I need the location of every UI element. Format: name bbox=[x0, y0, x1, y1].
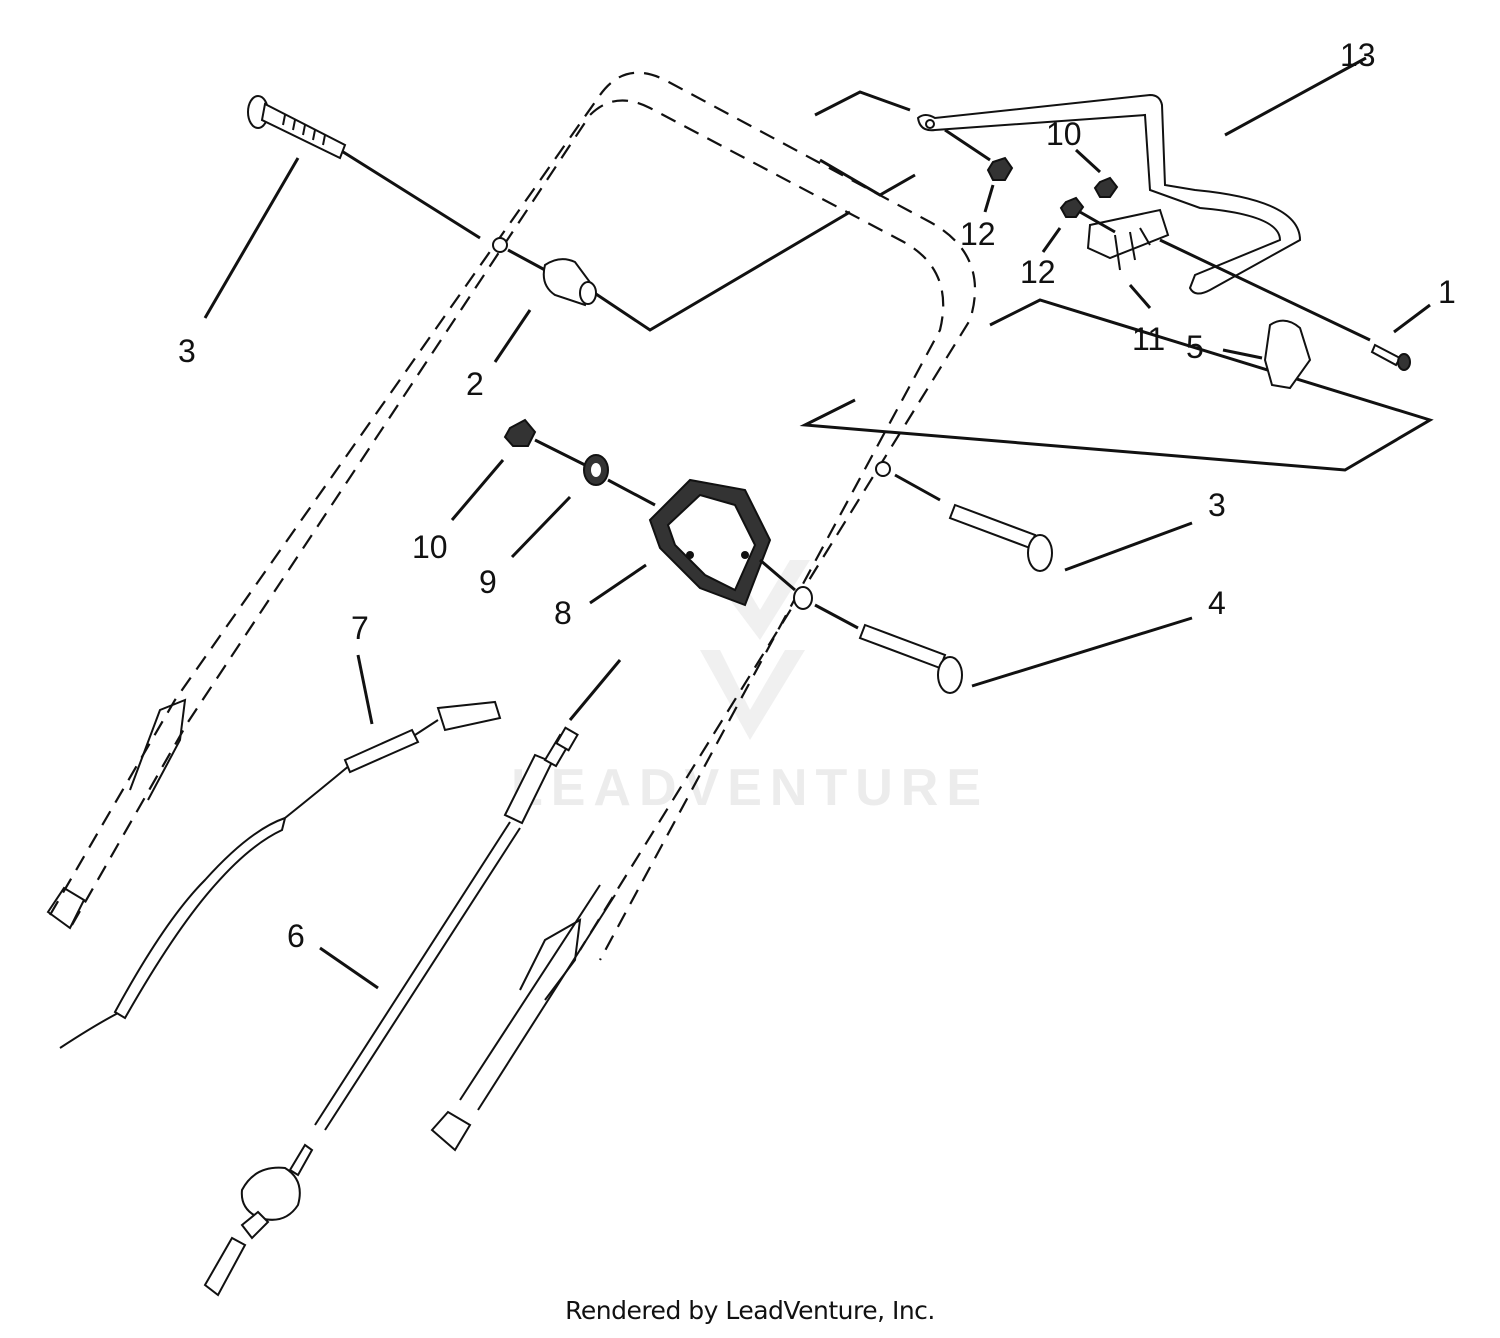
callout-10-lower: 10 bbox=[412, 529, 448, 565]
callout-12-left: 12 bbox=[960, 216, 996, 252]
cable-7 bbox=[59, 700, 502, 1049]
assembly-frame bbox=[799, 90, 1434, 472]
callout-5: 5 bbox=[1186, 329, 1204, 365]
leader-lines bbox=[203, 56, 1431, 990]
spacer bbox=[492, 237, 597, 307]
lever bbox=[1263, 319, 1312, 390]
watermark-text: LEADVENTURE bbox=[511, 759, 989, 817]
handle-tube bbox=[46, 71, 977, 1152]
screw bbox=[1370, 343, 1411, 371]
callout-labels: 1 2 3 3 4 5 6 7 8 9 10 10 11 12 12 13 bbox=[178, 37, 1456, 954]
callout-2: 2 bbox=[466, 366, 484, 402]
watermark: LEADVENTURE bbox=[511, 560, 989, 817]
callout-11: 11 bbox=[1132, 321, 1165, 357]
callout-9: 9 bbox=[479, 564, 497, 600]
mid-hardware bbox=[503, 418, 656, 507]
callout-8: 8 bbox=[554, 595, 572, 631]
callout-4: 4 bbox=[1208, 585, 1226, 621]
callout-1: 1 bbox=[1438, 274, 1456, 310]
callout-6: 6 bbox=[287, 918, 305, 954]
bolt-lower-3 bbox=[875, 461, 1053, 572]
control-hardware bbox=[944, 128, 1371, 342]
callout-10-upper: 10 bbox=[1046, 116, 1082, 152]
callout-3-lower: 3 bbox=[1208, 487, 1226, 523]
bolt-lower-4 bbox=[759, 558, 963, 694]
control-bar bbox=[916, 93, 1302, 295]
callout-3-upper: 3 bbox=[178, 333, 196, 369]
callout-7: 7 bbox=[351, 610, 369, 646]
bolt-upper bbox=[247, 95, 347, 160]
cable-6 bbox=[203, 659, 622, 1297]
callout-13: 13 bbox=[1340, 37, 1376, 73]
footer-credit: Rendered by LeadVenture, Inc. bbox=[565, 1296, 935, 1325]
leader-bolt-3-upper bbox=[339, 148, 851, 332]
cable-guide-block bbox=[648, 478, 772, 607]
callout-12-right: 12 bbox=[1020, 254, 1056, 290]
